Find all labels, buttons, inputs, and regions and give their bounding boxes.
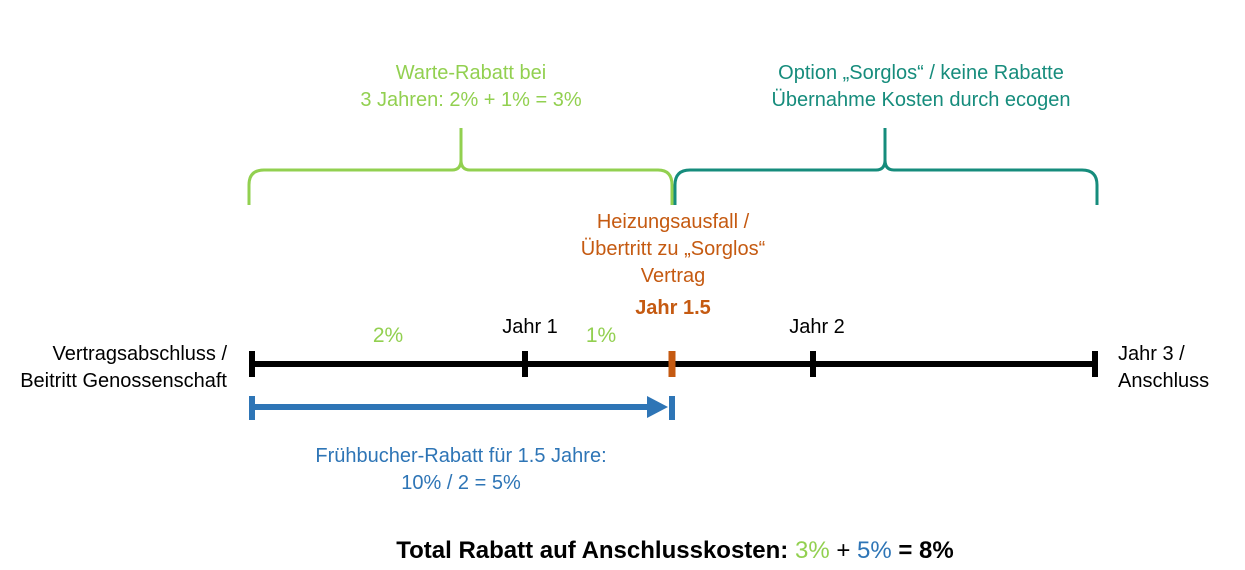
end-line1: Jahr 3 / [1118,343,1185,365]
start-label: Vertragsabschluss / Beitritt Genossensch… [20,341,227,395]
start-line2: Beitritt Genossenschaft [20,370,227,392]
total-result: = 8% [898,537,954,564]
total-blue-part: 5% [857,537,892,564]
warte-rabatt-label: Warte-Rabatt bei 3 Jahren: 2% + 1% = 3% [311,60,631,114]
total-prefix: Total Rabatt auf Anschlusskosten: [396,537,789,564]
total-discount-summary: Total Rabatt auf Anschlusskosten: 3% + 5… [300,535,1050,567]
sorglos-option-line2: Übernahme Kosten durch ecogen [771,89,1071,111]
heizungsausfall-label: Heizungsausfall / Übertritt zu „Sorglos“… [533,209,813,290]
heizungsausfall-line1: Heizungsausfall / [596,211,750,233]
year2-label: Jahr 2 [789,316,845,338]
total-green-part: 3% [794,537,830,564]
heizungsausfall-line2: Übertritt zu „Sorglos“ [580,238,766,260]
warte-rabatt-line1: Warte-Rabatt bei [395,62,547,84]
fruehbucher-label: Frühbucher-Rabatt für 1.5 Jahre: 10% / 2… [271,443,651,497]
end-line2: Anschluss [1118,370,1210,392]
warte-rabatt-brace [247,128,674,205]
fruehbucher-line2: 10% / 2 = 5% [401,472,521,494]
total-plus: + [836,537,851,564]
heizungsausfall-line3: Vertrag [640,265,706,287]
year-1-5-label: Jahr 1.5 [635,297,711,319]
end-label: Jahr 3 / Anschluss [1118,341,1209,395]
sorglos-option-line1: Option „Sorglos“ / keine Rabatte [778,62,1064,84]
start-line1: Vertragsabschluss / [52,343,227,365]
fruehbucher-arrow-head [647,396,668,418]
pct-first-label: 2% [372,324,404,347]
sorglos-option-label: Option „Sorglos“ / keine Rabatte Übernah… [726,60,1116,114]
pct-second-label: 1% [585,324,617,347]
fruehbucher-line1: Frühbucher-Rabatt für 1.5 Jahre: [315,445,607,467]
sorglos-brace [673,128,1099,205]
year1-label: Jahr 1 [502,316,558,338]
warte-rabatt-line2: 3 Jahren: 2% + 1% = 3% [360,89,582,111]
